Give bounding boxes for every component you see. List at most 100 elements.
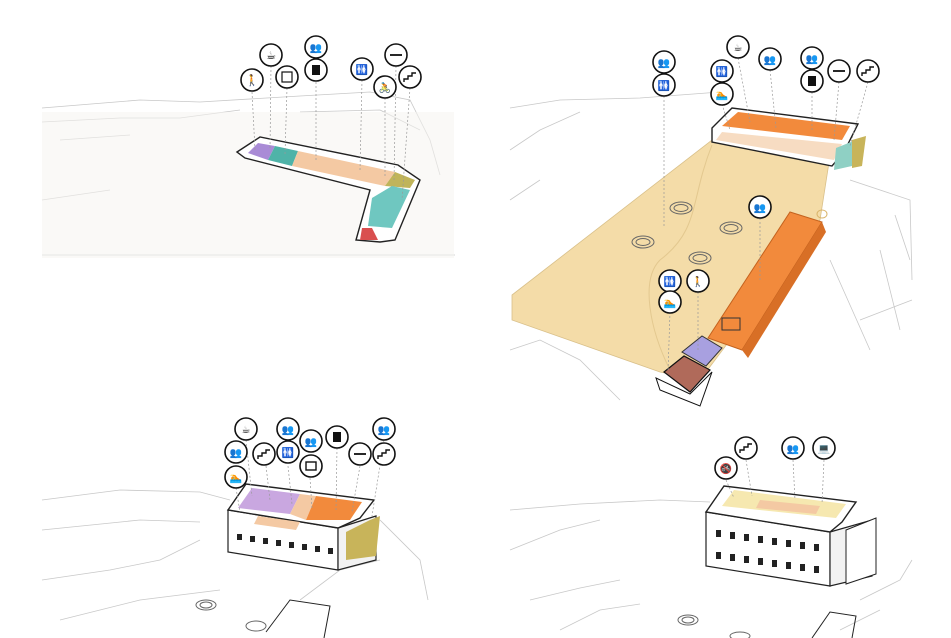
zone-purple-3 bbox=[238, 488, 300, 514]
display-board-icon bbox=[299, 454, 323, 478]
stairs-icon bbox=[856, 59, 880, 83]
swimmer-icon: 🏊 bbox=[658, 290, 682, 314]
svg-text:🏊: 🏊 bbox=[664, 298, 676, 309]
panel-first-floor: ☕ 👥 👥 🚻 👥 👥 🏊 bbox=[41, 417, 429, 638]
no-bicycle-icon: 🚳 bbox=[714, 456, 738, 480]
svg-text:👥: 👥 bbox=[787, 444, 799, 455]
orange-hall-side bbox=[742, 222, 826, 358]
no-entry-icon bbox=[827, 59, 851, 83]
zone-olive-3 bbox=[346, 516, 380, 560]
group-people-icon: 👥 bbox=[276, 417, 300, 441]
svg-text:👥: 👥 bbox=[658, 58, 670, 69]
group-people-icon: 👥 bbox=[758, 47, 782, 71]
group-people-icon: 👥 bbox=[800, 46, 824, 70]
terrain-lines-2 bbox=[509, 91, 913, 401]
icon-leaders-4 bbox=[725, 459, 825, 505]
svg-text:🚻: 🚻 bbox=[282, 446, 294, 459]
group-people-icon: 👥 bbox=[304, 35, 328, 59]
zone-teal-wing bbox=[368, 186, 410, 228]
zone-peach-3 bbox=[290, 494, 316, 520]
swimmer-icon: 🏊 bbox=[710, 82, 734, 106]
side-annex-4 bbox=[845, 517, 877, 585]
svg-text:🚻: 🚻 bbox=[664, 275, 676, 288]
zone-peach-3b bbox=[254, 516, 300, 530]
trash-bin-icon bbox=[325, 425, 349, 449]
svg-text:🚳: 🚳 bbox=[720, 462, 732, 475]
fountains-4 bbox=[677, 614, 751, 638]
toilets-icon: 🚻 bbox=[652, 73, 676, 97]
zone-orange-3 bbox=[306, 496, 362, 520]
toilets-icon: 🚻 bbox=[350, 57, 374, 81]
upper-zone-peach bbox=[716, 132, 842, 160]
terrain-lines-4 bbox=[509, 499, 913, 631]
zone-olive bbox=[385, 172, 415, 188]
toilets-icon: 🚻 bbox=[710, 59, 734, 83]
bicycle-icon: 🚴 bbox=[373, 75, 397, 99]
person-at-desk-icon: 💻 bbox=[812, 436, 836, 460]
cafe-cup-icon: ☕ bbox=[726, 35, 750, 59]
zone-red bbox=[360, 228, 378, 240]
dark-room bbox=[663, 355, 711, 393]
panel-roof-level: 👥 💻 🚳 bbox=[509, 436, 913, 638]
group-people-icon: 👥 bbox=[748, 195, 772, 219]
svg-text:👥: 👥 bbox=[305, 437, 317, 448]
toilets-icon: 🚻 bbox=[658, 269, 682, 293]
windows-4 bbox=[716, 530, 819, 573]
upper-zone-teal bbox=[834, 140, 856, 170]
svg-text:🏊: 🏊 bbox=[230, 473, 242, 484]
fountains bbox=[631, 201, 828, 265]
icon-leaders-2 bbox=[663, 57, 869, 373]
svg-text:🚴: 🚴 bbox=[379, 81, 391, 94]
plaza-curve bbox=[648, 144, 713, 371]
person-walking-icon: 🚶 bbox=[240, 68, 264, 92]
swimmer-icon: 🏊 bbox=[224, 465, 248, 489]
upper-zone-orange bbox=[722, 112, 850, 140]
stairs-icon bbox=[372, 442, 396, 466]
svg-text:🚶: 🚶 bbox=[692, 275, 704, 288]
svg-text:👥: 👥 bbox=[754, 203, 766, 214]
svg-text:👥: 👥 bbox=[282, 425, 294, 436]
zone-peach bbox=[292, 151, 395, 186]
terrain-lines-3 bbox=[41, 489, 429, 621]
svg-text:🚻: 🚻 bbox=[716, 65, 728, 78]
svg-text:☕: ☕ bbox=[266, 49, 276, 62]
no-entry-icon bbox=[348, 442, 372, 466]
trash-bin-icon bbox=[304, 58, 328, 82]
lower-building-3 bbox=[265, 599, 331, 638]
svg-text:👥: 👥 bbox=[378, 425, 390, 436]
svg-text:☕: ☕ bbox=[734, 43, 743, 54]
svg-text:👥: 👥 bbox=[230, 448, 242, 459]
base-outline bbox=[655, 371, 713, 407]
cafe-cup-icon: ☕ bbox=[234, 417, 258, 441]
svg-text:👥: 👥 bbox=[310, 43, 322, 54]
svg-text:🚻: 🚻 bbox=[658, 79, 670, 92]
windows-3 bbox=[237, 534, 333, 554]
svg-text:🚻: 🚻 bbox=[356, 63, 368, 76]
person-with-bag-icon: ☕ bbox=[259, 43, 283, 67]
group-people-icon: 👥 bbox=[781, 436, 805, 460]
svg-text:☕: ☕ bbox=[242, 425, 251, 436]
svg-text:🏊: 🏊 bbox=[716, 90, 728, 101]
no-entry-icon bbox=[384, 43, 408, 67]
pool-blue bbox=[681, 335, 723, 367]
svg-text:🚶: 🚶 bbox=[245, 74, 259, 87]
stairs-icon bbox=[734, 436, 758, 460]
svg-text:👥: 👥 bbox=[806, 54, 818, 65]
stairs-icon bbox=[252, 442, 276, 466]
trash-bin-icon bbox=[800, 69, 824, 93]
group-people-icon: 👥 bbox=[299, 429, 323, 453]
group-people-icon: 👥 bbox=[224, 440, 248, 464]
upper-zone-olive bbox=[852, 136, 866, 168]
group-people-icon: 👥 bbox=[372, 417, 396, 441]
zone-teal-left bbox=[268, 146, 298, 166]
stairs-icon bbox=[398, 65, 422, 89]
kiosk bbox=[721, 317, 741, 331]
panel-underground-level: 🚶 ☕ 👥 🚻 🚴 bbox=[41, 35, 455, 258]
panel-ground-level: 👥 🚻 ☕ 🚻 🏊 👥 👥 👥 🚻 🚶 🏊 bbox=[509, 35, 913, 407]
svg-text:💻: 💻 bbox=[818, 444, 831, 455]
roof-zone-peach-4 bbox=[756, 500, 820, 514]
toilets-icon: 🚻 bbox=[276, 440, 300, 464]
svg-text:👥: 👥 bbox=[764, 55, 776, 66]
fountains-3 bbox=[195, 599, 267, 632]
